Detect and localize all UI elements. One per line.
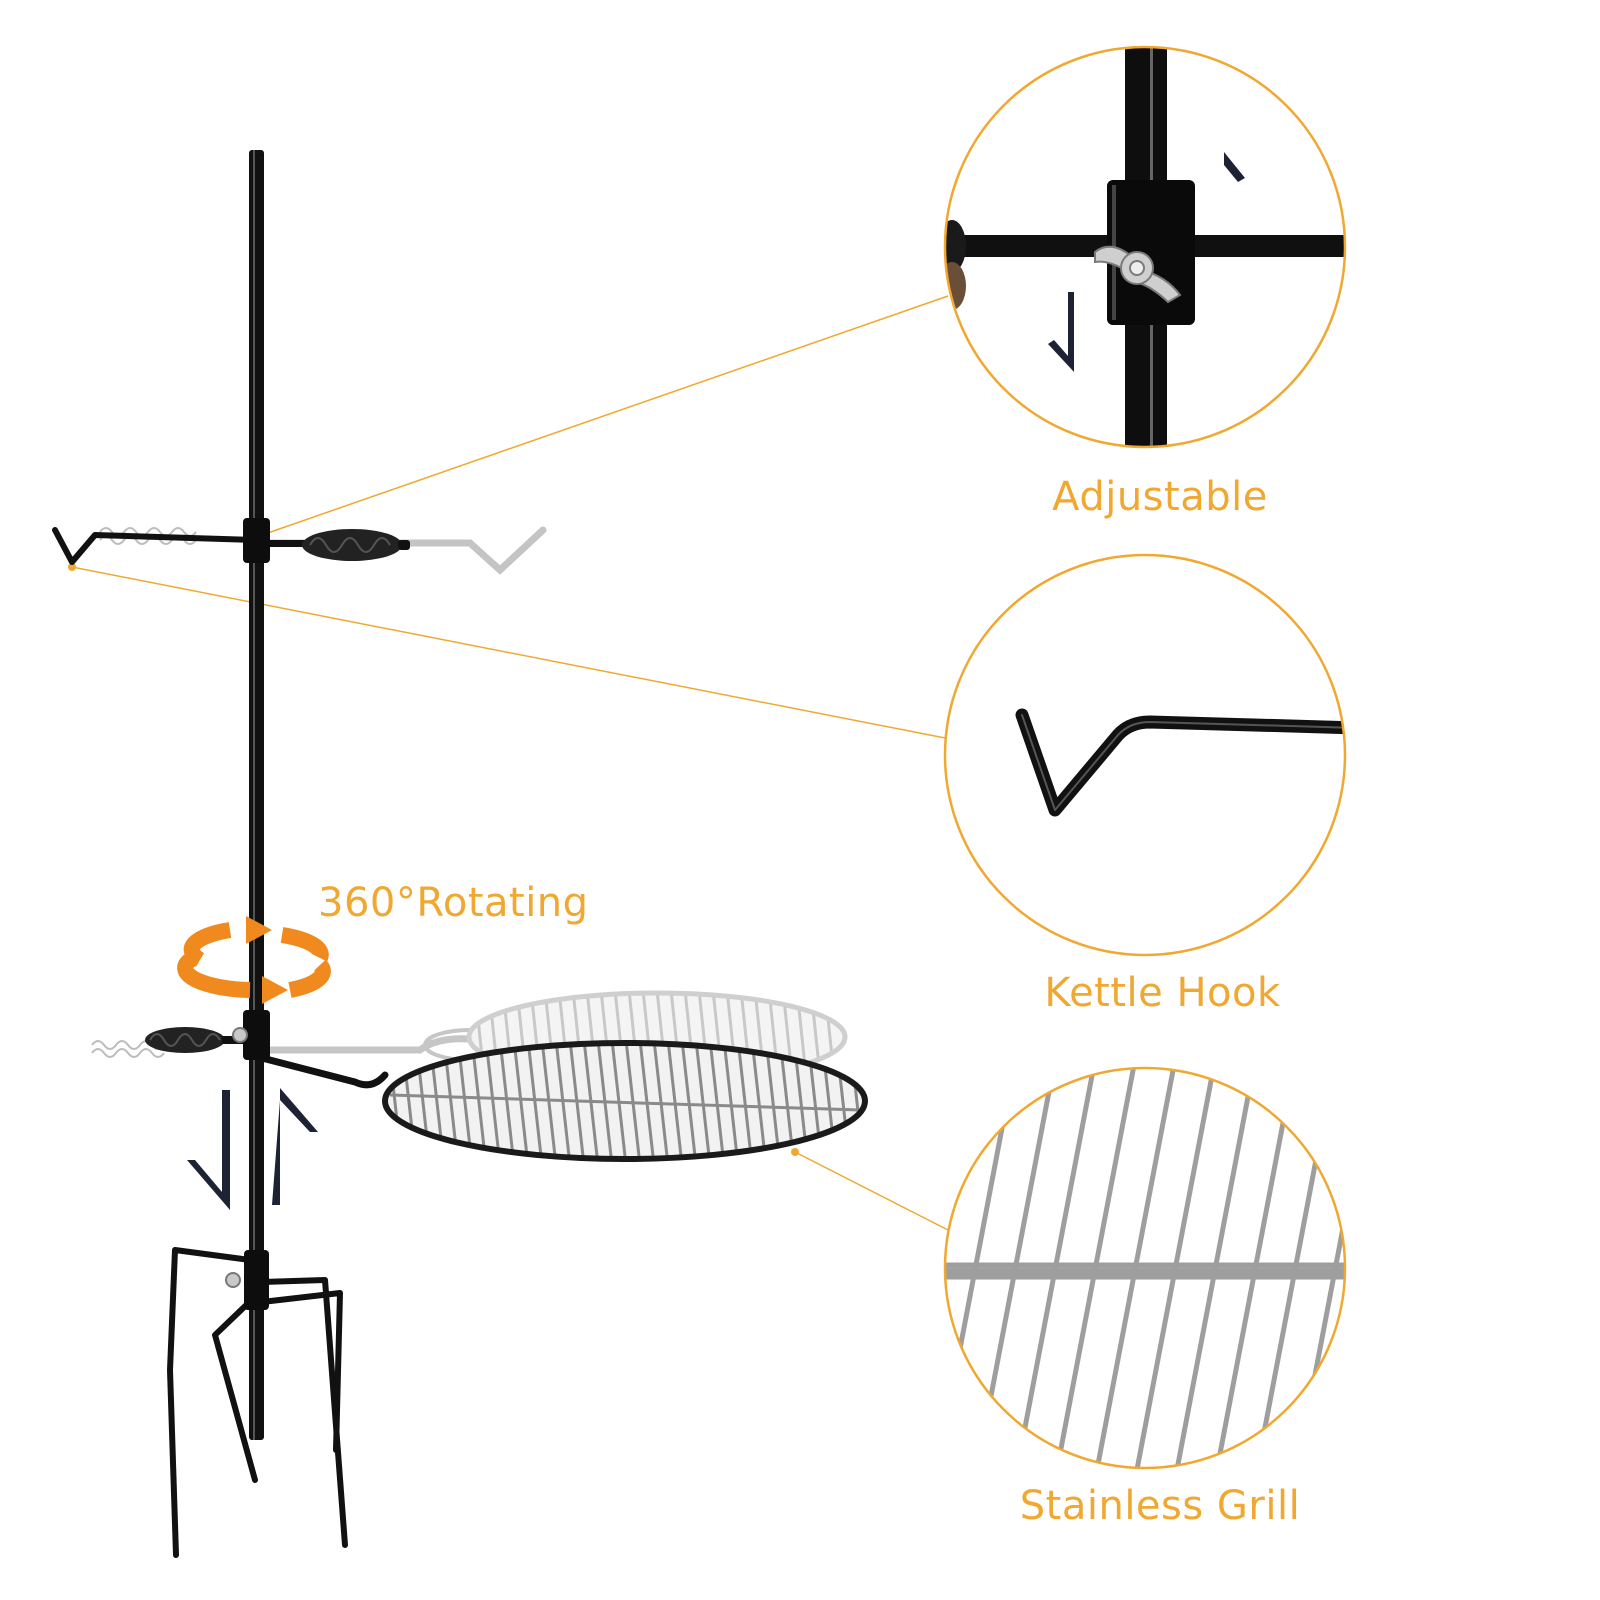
grill-bar (1375, 1060, 1455, 1480)
grill-bar (1092, 1068, 1178, 1468)
leader-kettle-hook (71, 566, 946, 739)
base-wing-nut (225, 1272, 241, 1288)
callout-stainless-grill (943, 1060, 1455, 1480)
callout-label-stainless-grill: Stainless Grill (1019, 1483, 1301, 1529)
grill-bar (526, 1043, 544, 1159)
leader-adjustable (261, 295, 949, 536)
upper-collar (243, 518, 270, 563)
grill-bar (1012, 1068, 1098, 1468)
wing-nut-icon (1094, 245, 1182, 304)
upper-arm-kettle-hook (52, 527, 258, 565)
grill-bar (540, 1043, 558, 1159)
rotate-arrowhead-bottom (262, 976, 288, 1004)
grill-bar (554, 1043, 572, 1159)
main-grill (382, 1040, 868, 1162)
grill-bar (1332, 1068, 1345, 1468)
rotate-360-icon (177, 922, 331, 998)
grill-bar (568, 1043, 586, 1159)
callout-label-kettle-hook: Kettle Hook (1044, 970, 1281, 1016)
main-pole (249, 150, 264, 1440)
grill-bar (750, 1043, 768, 1159)
grill-bar (1132, 1068, 1218, 1468)
grill-bar (666, 1043, 684, 1159)
grill-bar (470, 1043, 488, 1159)
lower-arm (258, 1054, 389, 1089)
upper-arm-handle (262, 529, 410, 561)
grill-bar (1172, 1068, 1258, 1468)
grill-bar (1052, 1068, 1138, 1468)
grill-bar (694, 1043, 712, 1159)
grill-bar (498, 1043, 516, 1159)
leader-grill (794, 1151, 949, 1231)
lower-wing-nut (232, 1027, 248, 1043)
grill-bar (722, 1043, 740, 1159)
callout-leader-lines (71, 295, 949, 1231)
up-down-arrows-icon (187, 1088, 318, 1210)
lower-collar (243, 1010, 270, 1060)
grill-crossbar (389, 1093, 861, 1112)
leader-dot-kettle (68, 563, 76, 571)
grill-bar (708, 1043, 726, 1159)
down-arrow-icon (1048, 292, 1074, 372)
leader-dot-grill (791, 1148, 799, 1156)
callout-adjustable (943, 45, 1347, 449)
grill-bar (736, 1043, 754, 1159)
grill-bar (512, 1043, 530, 1159)
rotation-label: 360°Rotating (318, 880, 589, 926)
grill-bar (1212, 1068, 1298, 1468)
up-arrow-icon (1214, 152, 1245, 218)
grill-bar (484, 1043, 502, 1159)
grill-bar (680, 1043, 698, 1159)
rotate-arrowhead-top (246, 916, 272, 944)
callout-kettle-hook (943, 553, 1347, 957)
base-collar (244, 1250, 269, 1310)
callout-label-adjustable: Adjustable (1052, 474, 1268, 520)
